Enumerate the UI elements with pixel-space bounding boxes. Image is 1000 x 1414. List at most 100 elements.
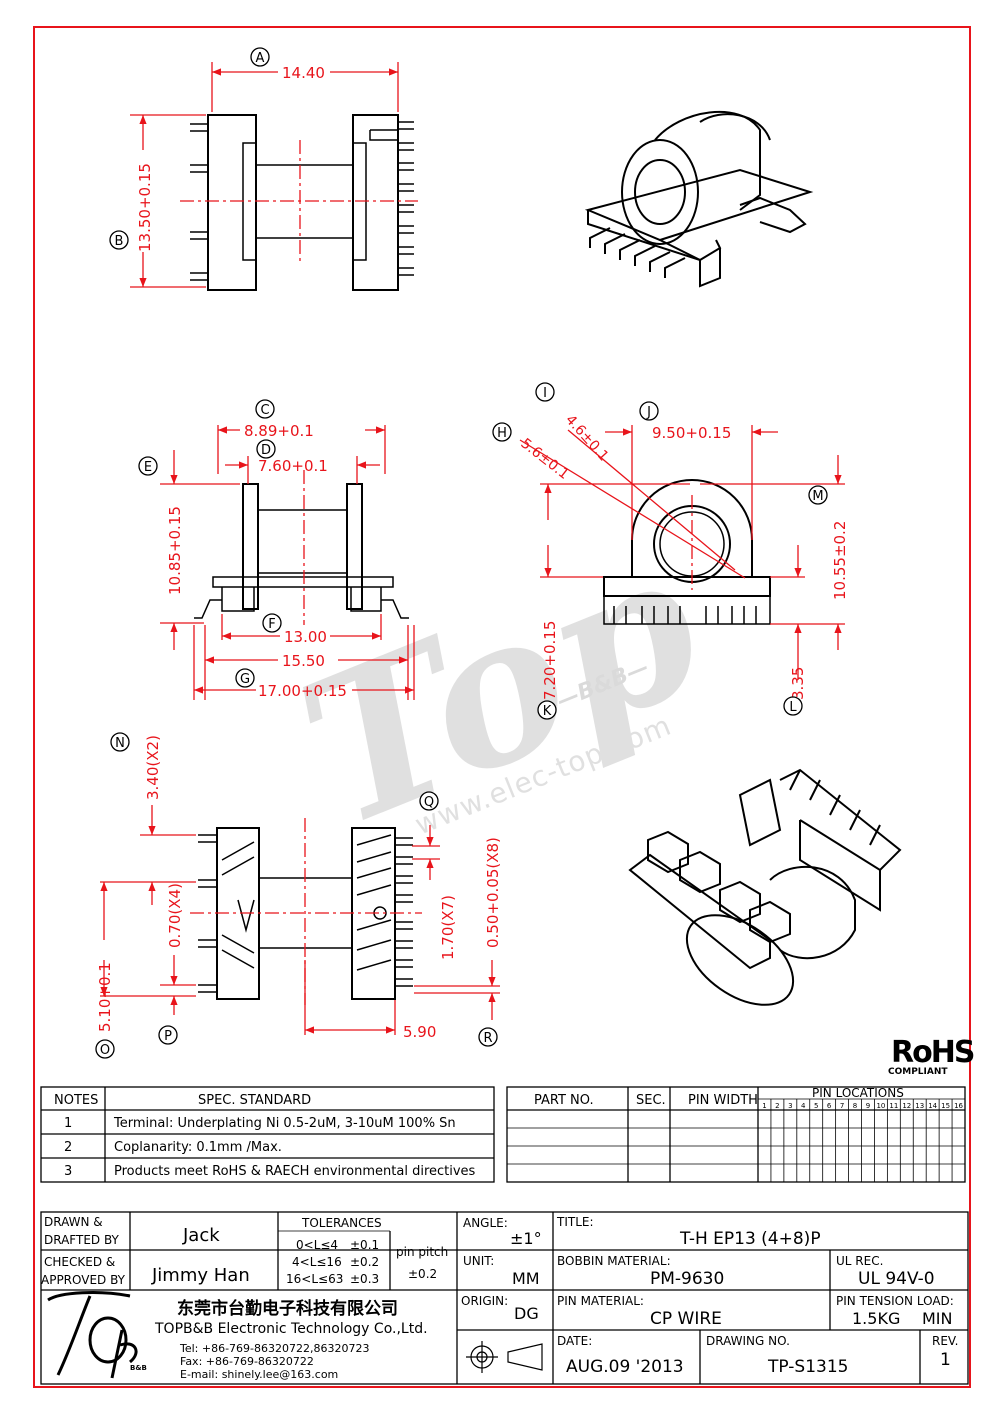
angle-label: ANGLE: bbox=[463, 1216, 508, 1230]
pin-number: 5 bbox=[814, 1102, 818, 1110]
rev-value: 1 bbox=[940, 1350, 951, 1370]
dim-o-value: 5.10+0.1 bbox=[96, 962, 114, 1032]
drawing-label: DRAWING NO. bbox=[706, 1334, 790, 1348]
dim-f-value: 13.00 bbox=[284, 628, 327, 646]
dim-p-value: 0.70(X4) bbox=[166, 883, 184, 948]
pin-pitch-label: pin pitch bbox=[396, 1245, 448, 1259]
marker-o-circle bbox=[95, 1039, 115, 1059]
pin-number: 12 bbox=[902, 1102, 911, 1110]
parts-header-pinwidth: PIN WIDTH bbox=[688, 1093, 758, 1108]
dim-n-value: 3.40(X2) bbox=[144, 735, 162, 800]
parts-header-sec: SEC. bbox=[636, 1093, 666, 1108]
marker-p: P bbox=[164, 1029, 172, 1044]
marker-a-circle bbox=[250, 47, 270, 67]
marker-k: K bbox=[543, 704, 552, 719]
dim-w-value: 5.90 bbox=[403, 1023, 436, 1041]
marker-j: J bbox=[646, 405, 651, 420]
marker-k-circle bbox=[537, 700, 557, 720]
pinmat-value: CP WIRE bbox=[650, 1309, 722, 1329]
pin-number: 4 bbox=[801, 1102, 806, 1110]
pin-number: 8 bbox=[853, 1102, 857, 1110]
company-fax: Fax: +86-769-86320722 bbox=[180, 1355, 314, 1368]
rev-label: REV. bbox=[932, 1334, 958, 1348]
tol-title: TOLERANCES bbox=[301, 1216, 382, 1230]
company-cn: 东莞市台勤电子科技有限公司 bbox=[177, 1298, 398, 1319]
tension-unit: MIN bbox=[922, 1309, 953, 1328]
tol-value-2: ±0.2 bbox=[350, 1255, 379, 1269]
ul-value: UL 94V-0 bbox=[858, 1269, 935, 1289]
marker-r-circle bbox=[478, 1027, 498, 1047]
pin-number: 13 bbox=[915, 1102, 924, 1110]
marker-i: I bbox=[543, 386, 547, 401]
dim-k-value: 7.20+0.15 bbox=[541, 621, 559, 700]
side-view bbox=[194, 483, 409, 619]
drawn-label-2: DRAFTED BY bbox=[44, 1233, 120, 1247]
marker-a: A bbox=[256, 51, 265, 66]
marker-h-circle bbox=[492, 422, 512, 442]
pin-number: 6 bbox=[827, 1102, 832, 1110]
rohs-title: RoHS bbox=[891, 1035, 974, 1070]
marker-c: C bbox=[260, 403, 269, 418]
company-en: TOPB&B Electronic Technology Co.,Ltd. bbox=[154, 1321, 428, 1337]
top-view-dims bbox=[130, 62, 418, 288]
dim-d-value: 7.60+0.1 bbox=[258, 457, 328, 475]
notes-table bbox=[40, 1086, 495, 1183]
tension-label: PIN TENSION LOAD: bbox=[836, 1294, 954, 1308]
marker-l: L bbox=[789, 700, 797, 715]
company-logo bbox=[47, 1291, 138, 1379]
dim-a-value: 14.40 bbox=[282, 64, 325, 82]
dim-c-value: 8.89+0.1 bbox=[244, 422, 314, 440]
dim-l-value: 3.35 bbox=[789, 667, 807, 700]
origin-value: DG bbox=[514, 1304, 539, 1323]
unit-value: MM bbox=[512, 1269, 540, 1288]
marker-c-circle bbox=[255, 399, 275, 419]
notes-header-no: NOTES bbox=[54, 1093, 98, 1108]
pin-number: 9 bbox=[866, 1102, 870, 1110]
note-1-no: 1 bbox=[64, 1116, 72, 1131]
marker-i-circle bbox=[535, 382, 555, 402]
iso-view-top bbox=[584, 110, 814, 288]
marker-q-circle bbox=[419, 791, 439, 811]
pin-number: 14 bbox=[928, 1102, 937, 1110]
note-2-text: Coplanarity: 0.1mm /Max. bbox=[114, 1140, 282, 1155]
unit-label: UNIT: bbox=[463, 1254, 494, 1268]
marker-n: N bbox=[115, 736, 125, 751]
sheet-border bbox=[33, 26, 971, 1388]
parts-header-pinlocations: PIN LOCATIONS bbox=[812, 1086, 904, 1100]
drawing-value: TP-S1315 bbox=[767, 1357, 848, 1377]
pin-number: 10 bbox=[876, 1102, 885, 1110]
bobbin-label: BOBBIN MATERIAL: bbox=[557, 1254, 671, 1268]
pin-number: 1 bbox=[762, 1102, 766, 1110]
marker-e: E bbox=[144, 460, 152, 475]
note-3-text: Products meet RoHS & RAECH environmental… bbox=[114, 1164, 476, 1179]
pinmat-label: PIN MATERIAL: bbox=[557, 1294, 644, 1308]
pin-number: 16 bbox=[954, 1102, 963, 1110]
date-value: AUG.09 '2013 bbox=[566, 1357, 684, 1377]
dim-i-value: 4.6±0.1 bbox=[562, 412, 612, 465]
marker-q: Q bbox=[424, 795, 434, 810]
tension-value: 1.5KG bbox=[852, 1309, 900, 1328]
side-view-dims bbox=[160, 425, 415, 700]
pin-number: 11 bbox=[889, 1102, 898, 1110]
marker-h: H bbox=[497, 426, 507, 441]
drawn-label-1: DRAWN & bbox=[44, 1215, 103, 1229]
parts-header-partno: PART NO. bbox=[534, 1093, 594, 1108]
marker-d-circle bbox=[256, 439, 276, 459]
marker-e-circle bbox=[138, 456, 158, 476]
pin-number: 15 bbox=[941, 1102, 950, 1110]
checked-value: Jimmy Han bbox=[151, 1265, 250, 1286]
notes-header-spec: SPEC. STANDARD bbox=[198, 1093, 311, 1108]
marker-n-circle bbox=[110, 732, 130, 752]
note-3-no: 3 bbox=[64, 1164, 72, 1179]
marker-o: O bbox=[100, 1043, 110, 1058]
note-2-no: 2 bbox=[64, 1140, 72, 1155]
marker-r: R bbox=[483, 1031, 492, 1046]
company-email: E-mail: shinely.lee@163.com bbox=[180, 1368, 338, 1381]
dim-g-value: 17.00+0.15 bbox=[258, 682, 347, 700]
tol-range-1: 0<L≤4 bbox=[296, 1238, 338, 1252]
origin-label: ORIGIN: bbox=[461, 1294, 508, 1308]
marker-f: F bbox=[268, 617, 275, 632]
angle-value: ±1° bbox=[510, 1229, 542, 1248]
